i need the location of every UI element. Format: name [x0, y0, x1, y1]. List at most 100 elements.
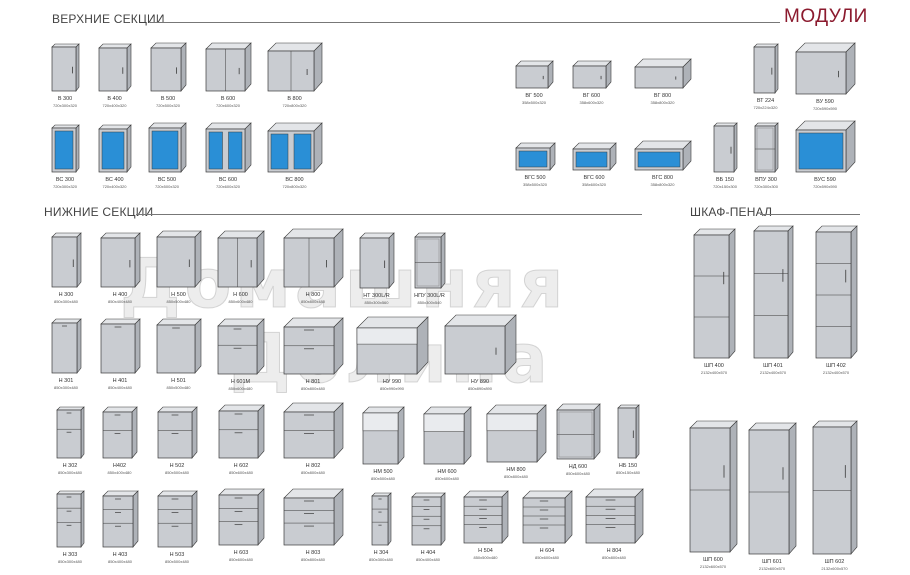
cabinet-dimensions: 2132х600х570 — [821, 566, 848, 571]
cabinet-code: Н 300 — [58, 292, 74, 298]
cabinet-code: В 400 — [107, 96, 122, 102]
cabinet-code: ВС 600 — [218, 177, 238, 183]
cabinet-drawing — [795, 42, 856, 95]
cabinet-code: ШП 401 — [763, 363, 783, 369]
cabinet-dimensions: 358х500х320 — [521, 100, 547, 105]
cabinet-drawing — [100, 232, 141, 288]
cabinet-dimensions: 720х800х320 — [282, 184, 307, 189]
cabinet-code: ВС 400 — [105, 177, 124, 183]
cabinet-code: ВГ 800 — [653, 93, 672, 99]
cabinet-dimensions: 850х300х480 — [53, 385, 79, 390]
cabinet-code: ШП 601 — [762, 559, 782, 565]
section-title-upper: ВЕРХНИЕ СЕКЦИИ — [52, 12, 165, 26]
cabinet-drawing — [267, 42, 323, 92]
cabinet-dimensions: 358х800х320 — [650, 100, 675, 105]
cabinet-dimensions: 850х300х480 — [53, 299, 79, 304]
cabinet-code: НМ 800 — [506, 467, 526, 473]
cabinet-drawing — [102, 406, 138, 459]
cabinet-dimensions: 850х400х480 — [107, 299, 133, 304]
section-divider-upper — [150, 22, 780, 23]
section-divider-lower — [136, 214, 642, 215]
cabinet-dimensions: 850х600х480 — [228, 557, 254, 562]
cabinet-code: ШП 602 — [824, 559, 845, 565]
cabinet-drawing — [463, 490, 509, 544]
cabinet-drawing — [157, 490, 198, 548]
cabinet-dimensions: 358х800х320 — [650, 182, 675, 187]
cabinet-dimensions: 850х300х540 — [417, 300, 442, 305]
cabinet-code: Н 803 — [305, 550, 321, 556]
cabinet-dimensions: 720х300х320 — [52, 103, 78, 108]
cabinet-dimensions: 720х400х320 — [102, 103, 127, 108]
cabinet-drawing — [362, 406, 405, 465]
cabinet-drawing — [444, 314, 517, 375]
cabinet-drawing — [217, 318, 265, 375]
cabinet-drawing — [812, 420, 858, 555]
cabinet-code: ШП 402 — [826, 363, 846, 369]
cabinet-dimensions: 720х300х300 — [753, 184, 779, 189]
cabinet-drawing — [156, 318, 202, 374]
cabinet-code: В 600 — [220, 96, 236, 102]
page-title: МОДУЛИ — [784, 6, 868, 27]
cabinet-dimensions: 358х600х320 — [579, 100, 604, 105]
cabinet-code: НУ 990 — [382, 379, 402, 385]
cabinet-dimensions: 850х500х480 — [164, 470, 190, 475]
cabinet-dimensions: 850х400х480 — [107, 470, 132, 475]
cabinet-dimensions: 850х990х990 — [379, 386, 405, 391]
cabinet-dimensions: 850х600х480 — [228, 386, 253, 391]
cabinet-code: Н 500 — [171, 292, 186, 298]
cabinet-code: Н 303 — [62, 552, 78, 558]
cabinet-drawing — [689, 420, 738, 553]
cabinet-code: Н 603 — [233, 550, 249, 556]
cabinet-code: ВС 800 — [285, 177, 304, 183]
cabinet-drawing — [100, 318, 141, 374]
cabinet-drawing — [359, 232, 395, 289]
cabinet-code: Н 301 — [58, 378, 74, 384]
cabinet-code: Н 401 — [112, 378, 128, 384]
cabinet-dimensions: 850х600х480 — [565, 471, 591, 476]
cabinet-code: Н 403 — [112, 552, 128, 558]
cabinet-drawing — [157, 406, 198, 459]
cabinet-drawing — [371, 492, 392, 546]
cabinet-code: НД 600 — [568, 464, 588, 470]
cabinet-code: ВПУ 300 — [755, 177, 777, 183]
cabinet-code: Н 302 — [62, 463, 78, 469]
cabinet-drawing — [218, 488, 265, 546]
cabinet-drawing — [218, 404, 265, 459]
cabinet-dimensions: 850х600х480 — [534, 555, 560, 560]
cabinet-drawing — [267, 122, 323, 173]
cabinet-drawing — [754, 122, 779, 173]
cabinet-code: В 300 — [57, 96, 73, 102]
cabinet-code: ВБ 150 — [716, 177, 734, 183]
section-title-tall: ШКАФ-ПЕНАЛ — [690, 205, 773, 219]
cabinet-dimensions: 850х400х480 — [107, 559, 133, 564]
cabinet-drawing — [102, 490, 139, 548]
cabinet-drawing — [51, 124, 80, 173]
cabinet-drawing — [217, 230, 265, 288]
cabinet-dimensions: 850х800х480 — [300, 557, 326, 562]
cabinet-drawing — [283, 402, 344, 459]
cabinet-dimensions: 720х590х590 — [812, 106, 838, 111]
